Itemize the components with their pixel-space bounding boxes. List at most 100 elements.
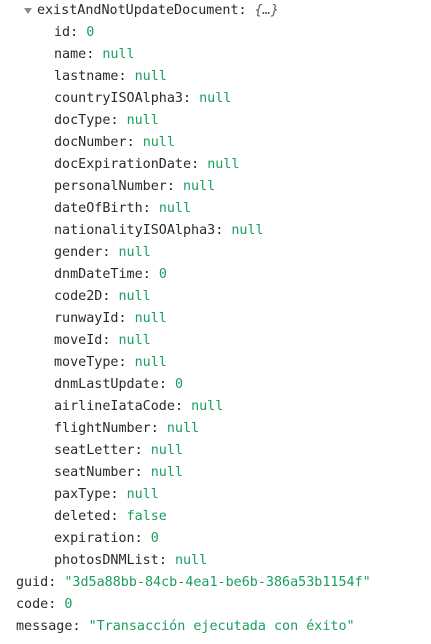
colon-separator: :: [118, 311, 135, 326]
property-key: airlineIataCode: [54, 399, 175, 414]
property-key: nationalityISOAlpha3: [54, 223, 216, 238]
property-value: null: [191, 399, 224, 414]
property-key: personalNumber: [54, 179, 167, 194]
property-value: "3d5a88bb-84cb-4ea1-be6b-386a53b1154f": [64, 575, 371, 590]
property-value: null: [118, 245, 151, 260]
colon-separator: :: [215, 223, 232, 238]
colon-separator: :: [174, 399, 192, 414]
property-value: null: [158, 201, 192, 216]
property-value: null: [150, 465, 183, 480]
property-key: expiration: [54, 531, 135, 546]
property-value: null: [102, 47, 135, 62]
property-value: null: [126, 113, 159, 128]
property-key: id: [54, 25, 71, 40]
property-value: null: [166, 421, 200, 436]
colon-separator: :: [110, 509, 127, 524]
property-key: countryISOAlpha3: [54, 91, 183, 106]
property-row-moveid[interactable]: moveId: null: [0, 330, 431, 352]
property-row-photosdnmlist[interactable]: photosDNMList: null: [0, 550, 431, 572]
property-row-dnmlastupdate[interactable]: dnmLastUpdate: 0: [0, 374, 431, 396]
property-row-docexpirationdate[interactable]: docExpirationDate: null: [0, 154, 431, 176]
colon-separator: :: [86, 47, 103, 62]
property-key: docType: [54, 113, 111, 128]
property-row-expiration[interactable]: expiration: 0: [0, 528, 431, 550]
property-row-guid[interactable]: guid: "3d5a88bb-84cb-4ea1-be6b-386a53b11…: [0, 572, 431, 594]
colon-separator: :: [134, 443, 151, 458]
object-key: existAndNotUpdateDocument: [37, 3, 239, 18]
property-key: guid: [16, 575, 49, 590]
colon-separator: :: [191, 157, 208, 172]
property-value: 0: [174, 377, 183, 392]
top-level-fields: guid: "3d5a88bb-84cb-4ea1-be6b-386a53b11…: [0, 572, 431, 638]
property-row-dateofbirth[interactable]: dateOfBirth: null: [0, 198, 431, 220]
colon-separator: :: [72, 619, 89, 634]
property-row-doctype[interactable]: docType: null: [0, 110, 431, 132]
colon-separator: :: [158, 553, 175, 568]
property-row-id[interactable]: id: 0: [0, 22, 431, 44]
colon-separator: :: [238, 3, 255, 18]
property-row-seatnumber[interactable]: seatNumber: null: [0, 462, 431, 484]
property-row-nationalityisoalpha3[interactable]: nationalityISOAlpha3: null: [0, 220, 431, 242]
property-row-docnumber[interactable]: docNumber: null: [0, 132, 431, 154]
property-row-personalnumber[interactable]: personalNumber: null: [0, 176, 431, 198]
property-key: docExpirationDate: [54, 157, 192, 172]
property-row-seatletter[interactable]: seatLetter: null: [0, 440, 431, 462]
property-key: dnmDateTime: [54, 267, 143, 282]
property-key: runwayId: [54, 311, 119, 326]
property-key: moveType: [54, 355, 119, 370]
property-row-lastname[interactable]: lastname: null: [0, 66, 431, 88]
property-key: dateOfBirth: [54, 201, 143, 216]
object-row-existandnotupdatedocument[interactable]: existAndNotUpdateDocument: {…}: [0, 0, 431, 22]
property-value: null: [231, 223, 264, 238]
colon-separator: :: [102, 333, 119, 348]
property-key: deleted: [54, 509, 111, 524]
property-row-code2d[interactable]: code2D: null: [0, 286, 431, 308]
colon-separator: :: [70, 25, 87, 40]
property-row-paxtype[interactable]: paxType: null: [0, 484, 431, 506]
property-key: moveId: [54, 333, 103, 348]
property-row-dnmdatetime[interactable]: dnmDateTime: 0: [0, 264, 431, 286]
property-row-message[interactable]: message: "Transacción ejecutada con éxit…: [0, 616, 431, 638]
property-key: code: [16, 597, 49, 612]
colon-separator: :: [158, 377, 175, 392]
colon-separator: :: [134, 465, 151, 480]
property-row-airlineiatacode[interactable]: airlineIataCode: null: [0, 396, 431, 418]
property-key: name: [54, 47, 87, 62]
colon-separator: :: [110, 113, 127, 128]
property-row-name[interactable]: name: null: [0, 44, 431, 66]
property-value: null: [183, 179, 216, 194]
property-value: 0: [158, 267, 167, 282]
colon-separator: :: [126, 135, 143, 150]
property-key: gender: [54, 245, 103, 260]
property-value: null: [118, 333, 151, 348]
property-value: 0: [150, 531, 159, 546]
property-value: 0: [64, 597, 73, 612]
property-key: photosDNMList: [54, 553, 159, 568]
property-key: message: [16, 619, 73, 634]
colon-separator: :: [142, 267, 159, 282]
property-row-code[interactable]: code: 0: [0, 594, 431, 616]
property-key: seatNumber: [54, 465, 135, 480]
property-value: 0: [86, 25, 95, 40]
property-value: null: [150, 443, 183, 458]
property-row-runwayid[interactable]: runwayId: null: [0, 308, 431, 330]
property-value: null: [126, 487, 159, 502]
property-value: false: [126, 509, 167, 524]
property-value: null: [134, 69, 167, 84]
colon-separator: :: [118, 355, 135, 370]
property-value: null: [207, 157, 240, 172]
property-key: dnmLastUpdate: [54, 377, 159, 392]
property-row-flightnumber[interactable]: flightNumber: null: [0, 418, 431, 440]
triangle-down-icon[interactable]: [23, 0, 33, 22]
colon-separator: :: [110, 487, 127, 502]
colon-separator: :: [134, 531, 151, 546]
property-value: null: [118, 289, 151, 304]
colon-separator: :: [166, 179, 183, 194]
property-row-movetype[interactable]: moveType: null: [0, 352, 431, 374]
property-row-gender[interactable]: gender: null: [0, 242, 431, 264]
property-key: docNumber: [54, 135, 127, 150]
property-row-deleted[interactable]: deleted: false: [0, 506, 431, 528]
property-row-countryisoalpha3[interactable]: countryISOAlpha3: null: [0, 88, 431, 110]
